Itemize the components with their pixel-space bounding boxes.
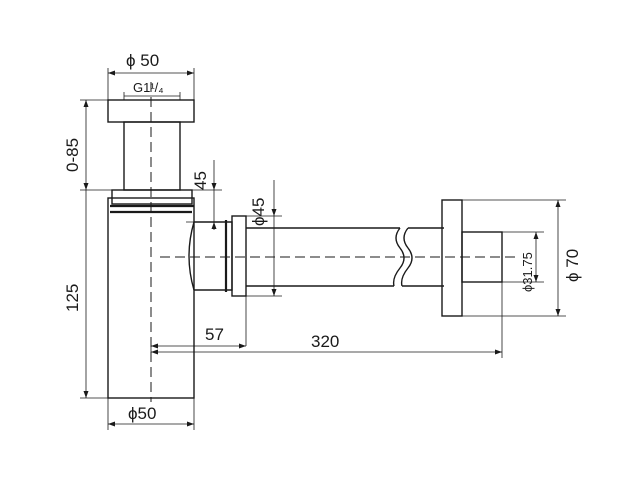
dim-branch-height: 45 bbox=[186, 160, 222, 230]
dim-thread: G1¹/₄ bbox=[123, 80, 181, 100]
outlet-offset-label: 57 bbox=[205, 325, 224, 344]
thread-label: G1¹/₄ bbox=[133, 80, 164, 95]
branch-elbow bbox=[188, 215, 272, 297]
dim-bottom-diameter: ϕ50 bbox=[107, 398, 195, 430]
flange-diameter-label: ϕ 70 bbox=[563, 249, 582, 282]
height-adjust-label: 0-85 bbox=[63, 138, 82, 172]
top-diameter-label: ϕ 50 bbox=[126, 51, 159, 70]
branch-height-label: 45 bbox=[191, 171, 210, 190]
branch-diameter-label: ϕ45 bbox=[249, 198, 268, 226]
dim-branch-diameter: ϕ45 bbox=[246, 180, 282, 297]
body-height-label: 125 bbox=[63, 284, 82, 312]
wall-flange bbox=[441, 199, 503, 317]
dim-outlet-length: 320 bbox=[151, 282, 503, 358]
dim-pipe-diameter: ϕ31.75 bbox=[502, 231, 544, 292]
dim-height-adjust: 0-85 bbox=[63, 99, 112, 191]
outlet-length-label: 320 bbox=[311, 332, 339, 351]
dim-outlet-offset: 57 bbox=[150, 296, 247, 358]
bottom-diameter-label: ϕ50 bbox=[128, 404, 156, 423]
dim-top-diameter: ϕ 50 bbox=[107, 51, 195, 100]
pipe-diameter-label: ϕ31.75 bbox=[520, 252, 535, 292]
dim-flange-diameter: ϕ 70 bbox=[462, 199, 582, 317]
dim-body-height: 125 bbox=[63, 190, 108, 399]
center-lines bbox=[150, 82, 520, 402]
outlet-pipe bbox=[272, 227, 444, 287]
